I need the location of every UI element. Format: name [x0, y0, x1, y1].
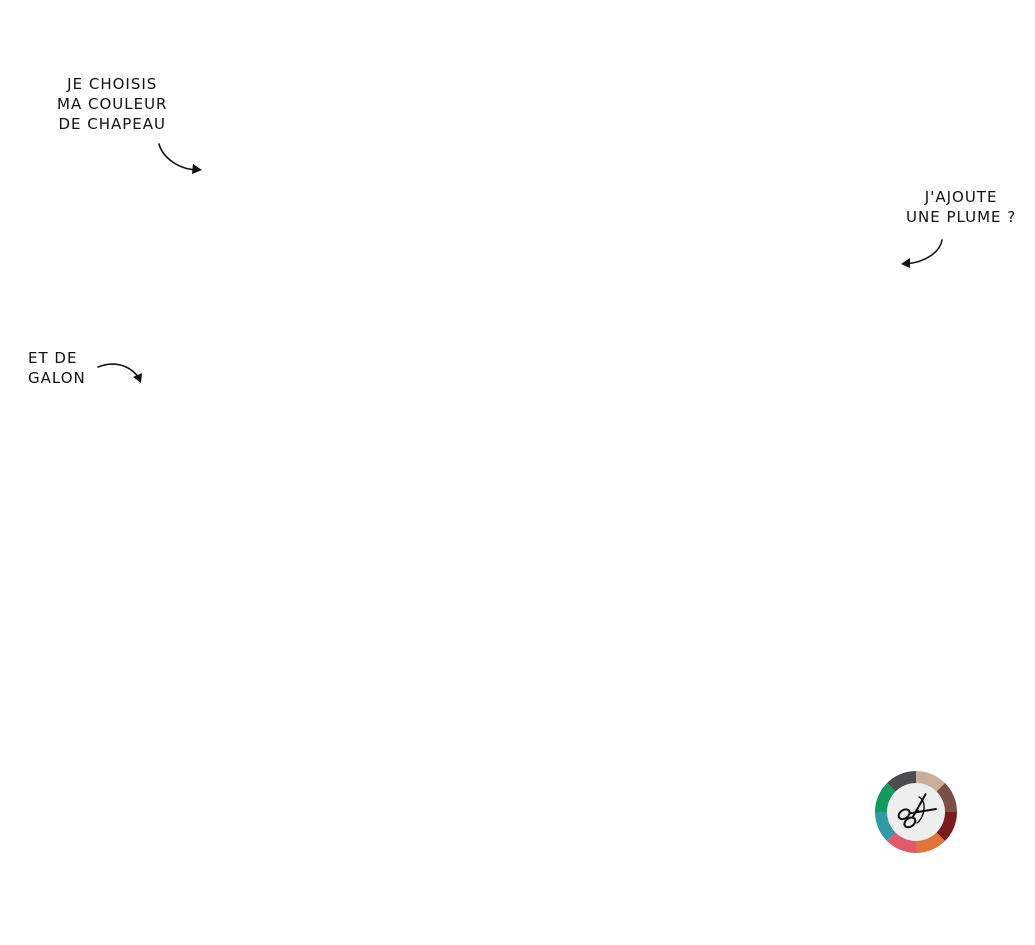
color-segment — [875, 812, 897, 841]
curved-arrow-icon — [158, 143, 202, 174]
curved-arrow-icon — [97, 363, 142, 383]
thread-line — [916, 796, 925, 824]
color-segment — [916, 771, 945, 793]
color-ring — [875, 771, 957, 853]
color-segment — [935, 812, 957, 841]
color-segment — [935, 783, 957, 812]
hat-color-hint: Je choisis ma couleur de chapeau — [57, 74, 167, 134]
color-wheel-icon — [875, 771, 957, 853]
color-wheel-button[interactable] — [875, 771, 957, 853]
galon-hint: et de galon — [28, 348, 86, 388]
hint-line: et de — [28, 349, 78, 367]
color-segment — [875, 783, 897, 812]
curved-arrow-icon — [901, 239, 943, 268]
hint-line: ma couleur — [57, 95, 168, 113]
hint-line: J'ajoute — [924, 188, 998, 206]
feather-hint: J'ajoute une plume ? — [906, 187, 1016, 227]
hint-line: de chapeau — [58, 115, 167, 133]
color-segment — [887, 831, 916, 853]
color-segment — [887, 771, 916, 793]
hint-line: Je choisis — [67, 75, 158, 93]
hint-line: une plume ? — [906, 208, 1017, 226]
color-segment — [916, 831, 945, 853]
hint-line: galon — [28, 369, 86, 387]
